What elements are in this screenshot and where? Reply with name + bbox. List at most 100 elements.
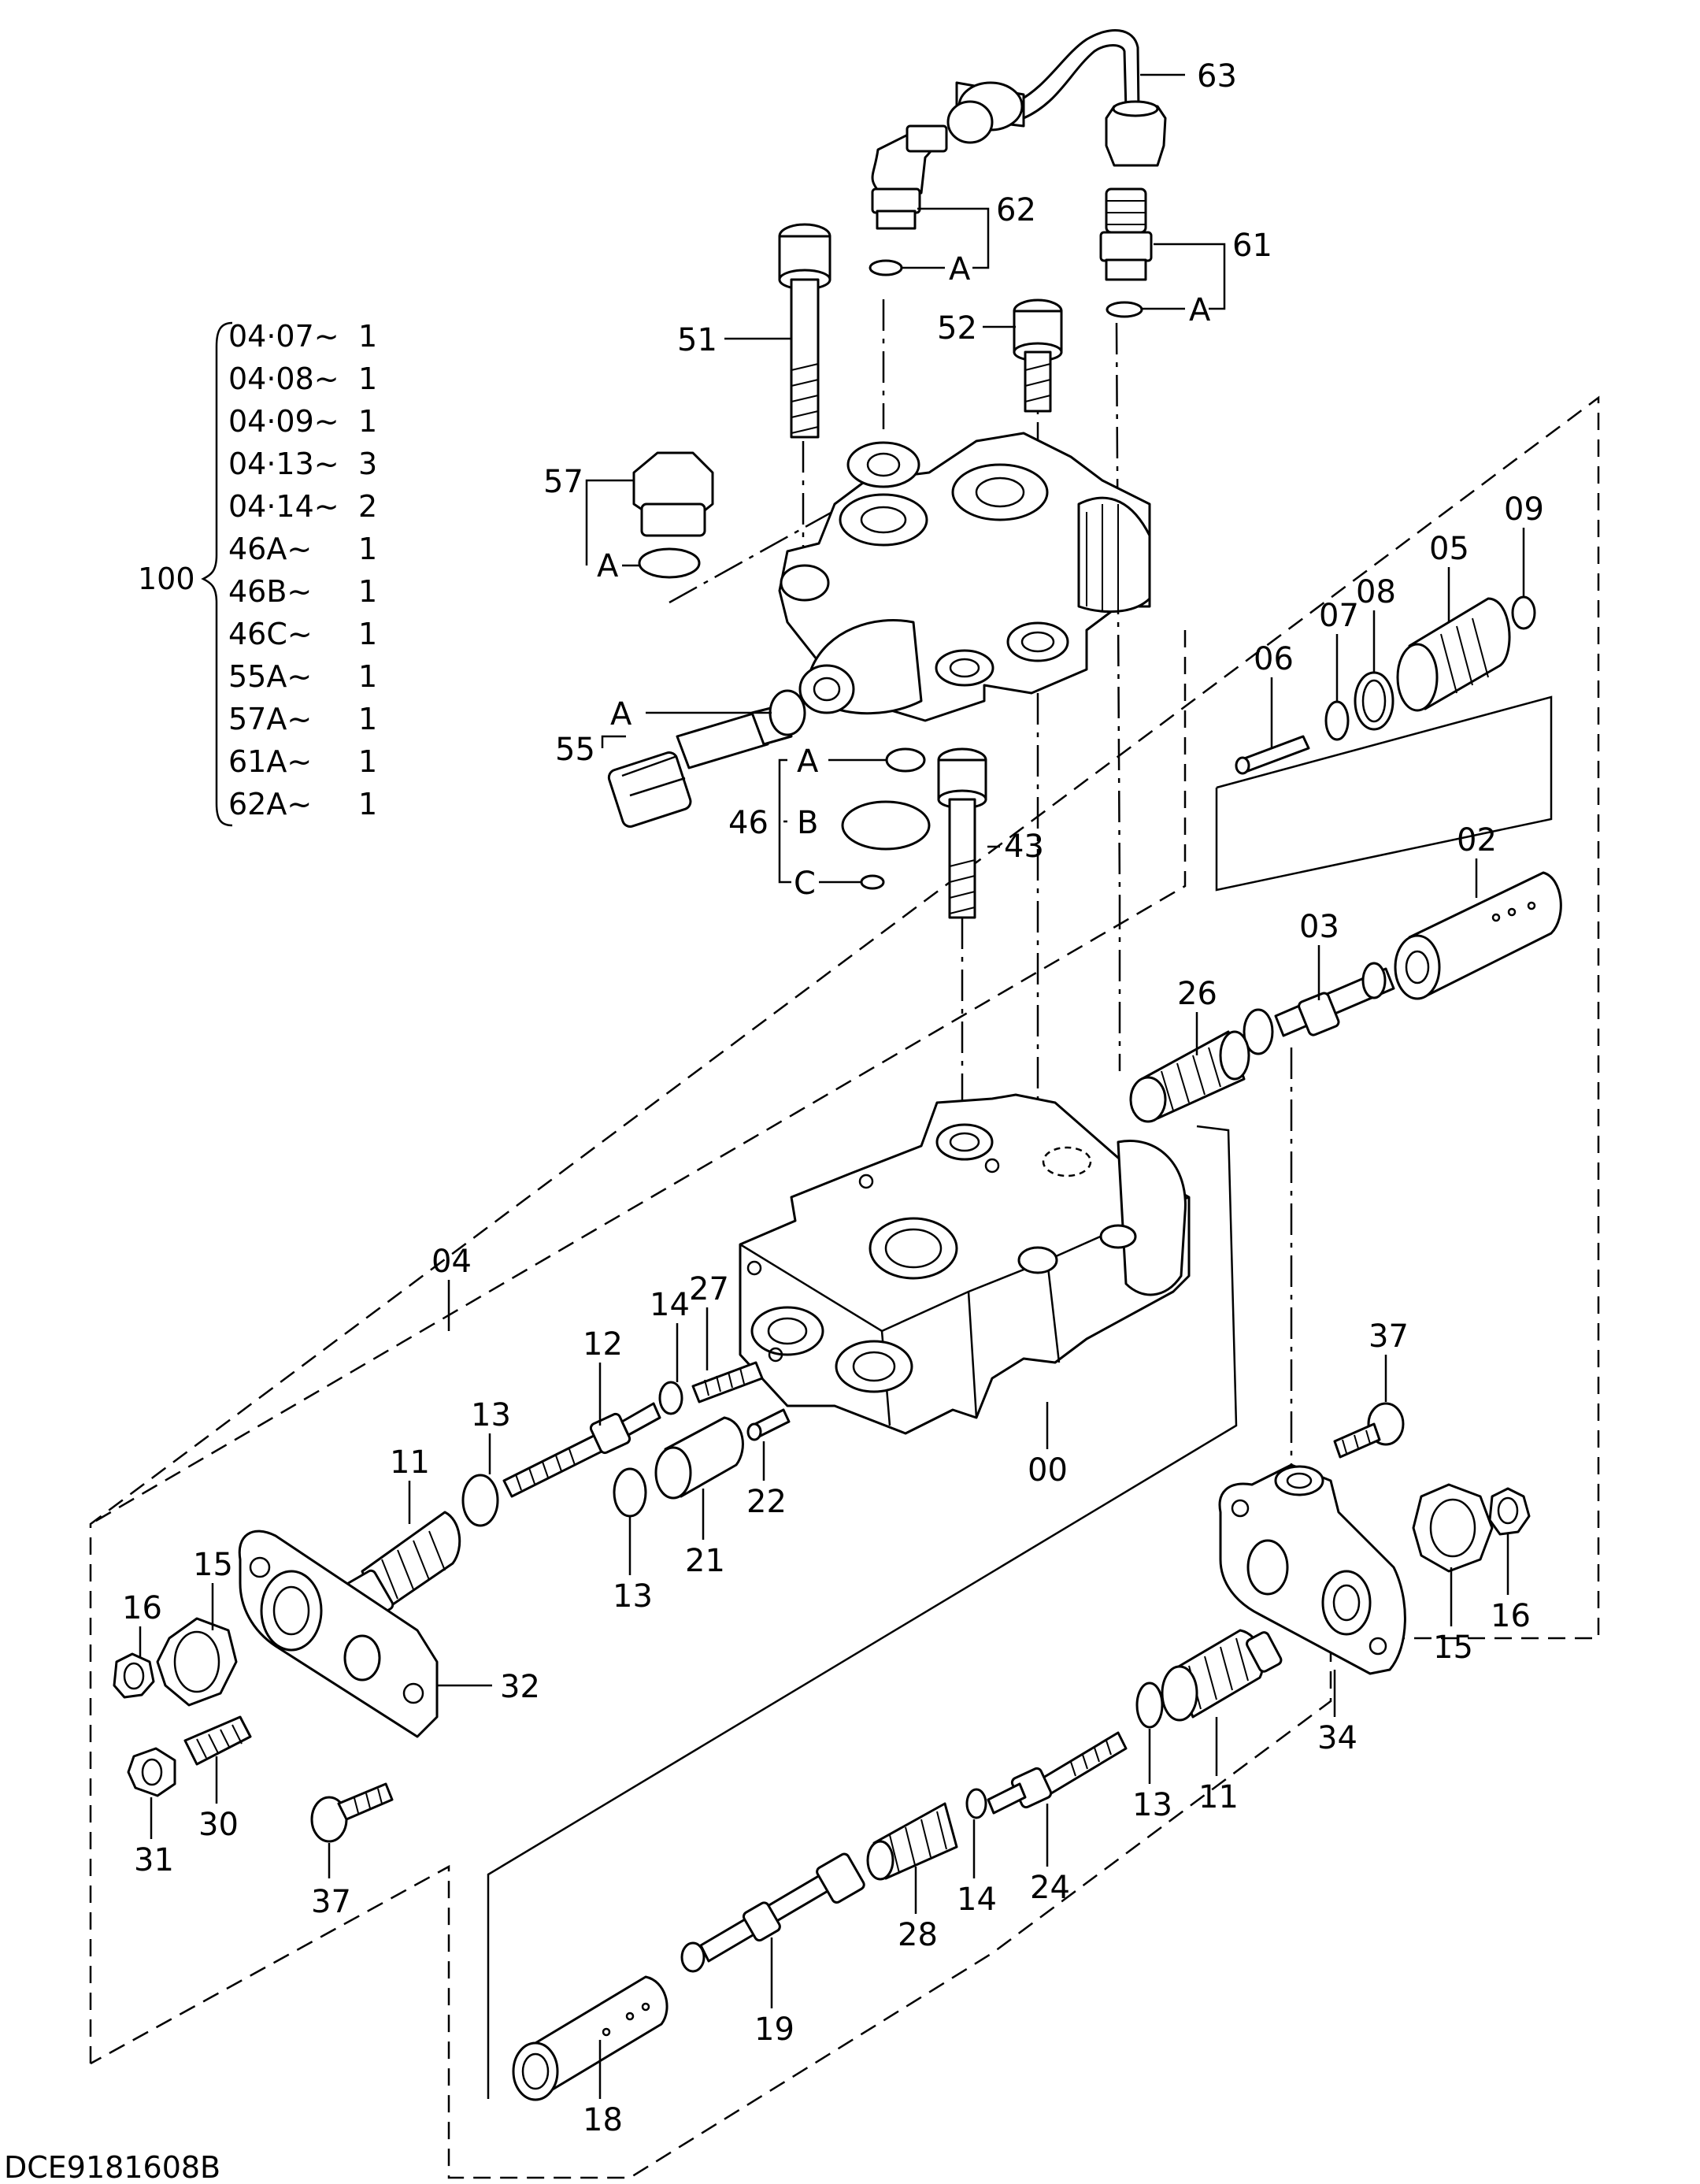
part-08-ring-inner xyxy=(1361,679,1387,723)
kit-item-part: 55A~ xyxy=(228,659,312,694)
leader-lines xyxy=(139,73,1525,2099)
label-16-left: 16 xyxy=(122,1590,162,1626)
label-18: 18 xyxy=(583,2102,623,2138)
label-06: 06 xyxy=(1254,641,1294,677)
label-37-right: 37 xyxy=(1369,1318,1409,1355)
part-16-nut-right xyxy=(1488,1487,1531,1536)
part-52-bolt xyxy=(1013,298,1063,413)
part-05-plug xyxy=(1396,597,1511,712)
part-14-oring-upper xyxy=(658,1381,683,1415)
label-15-right: 15 xyxy=(1433,1630,1473,1666)
label-a-62: A xyxy=(949,251,971,287)
kit-item-part: 04·08~ xyxy=(228,362,339,396)
label-11-right: 11 xyxy=(1198,1779,1239,1815)
kit-item-qty: 1 xyxy=(358,532,377,566)
drawing-code: DCE9181608B xyxy=(4,2150,220,2184)
group-04-boundary xyxy=(89,395,1600,2179)
label-62: 62 xyxy=(996,192,1036,228)
label-a-57: A xyxy=(597,548,619,584)
label-37-left: 37 xyxy=(311,1884,351,1920)
label-08: 08 xyxy=(1356,574,1396,610)
part-57-plug xyxy=(632,451,714,579)
part-11-screw-right xyxy=(1161,1629,1283,1722)
part-46C-oring xyxy=(860,874,885,890)
part-37-bolt-right xyxy=(1333,1402,1405,1459)
part-63-pipe xyxy=(946,29,1167,167)
label-34: 34 xyxy=(1317,1720,1357,1756)
label-43: 43 xyxy=(1004,829,1044,865)
label-28: 28 xyxy=(898,1917,938,1953)
part-15-nut-left xyxy=(156,1617,238,1707)
kit-item-part: 62A~ xyxy=(228,787,312,821)
label-14-lower: 14 xyxy=(957,1882,997,1918)
part-15-nut-right xyxy=(1412,1483,1494,1573)
kit-item-part: 46B~ xyxy=(228,574,312,609)
label-12: 12 xyxy=(583,1326,623,1363)
label-30: 30 xyxy=(198,1807,239,1843)
kit-item-part: 46A~ xyxy=(228,532,312,566)
kit-item-qty: 1 xyxy=(358,659,377,694)
part-51-bolt xyxy=(778,223,831,439)
label-07: 07 xyxy=(1319,598,1359,634)
part-46A-oring xyxy=(885,747,926,773)
label-05: 05 xyxy=(1429,531,1469,567)
kit-item-part: 04·07~ xyxy=(228,319,339,354)
part-46B-oring xyxy=(841,800,931,851)
part-19-spool xyxy=(680,1852,865,1973)
part-37-bolt-left xyxy=(310,1782,394,1843)
part-27-spring xyxy=(691,1361,764,1403)
kit-item-qty: 1 xyxy=(358,319,377,354)
group-02-boundary xyxy=(90,630,1187,1526)
label-16-right: 16 xyxy=(1491,1598,1531,1634)
label-a-46: A xyxy=(797,743,819,780)
kit-item-qty: 1 xyxy=(358,362,377,396)
kit-item-qty: 1 xyxy=(358,702,377,736)
kit-100-list: 100 04·07~104·08~104·09~104·13~304·14~24… xyxy=(138,319,377,827)
part-22-pin xyxy=(746,1408,791,1441)
label-14-upper: 14 xyxy=(650,1287,690,1323)
part-upper-housing xyxy=(778,432,1151,722)
kit-item-part: 57A~ xyxy=(228,702,312,736)
kit-item-part: 61A~ xyxy=(228,744,312,779)
part-26-spring xyxy=(1129,1030,1250,1123)
kit-item-qty: 1 xyxy=(358,574,377,609)
label-57: 57 xyxy=(543,464,583,500)
part-00-valve-body xyxy=(739,1093,1191,1435)
label-19: 19 xyxy=(754,2012,794,2048)
frame-02-subkit xyxy=(1215,695,1553,892)
part-09-ball xyxy=(1511,595,1536,630)
part-07-ring xyxy=(1324,700,1350,741)
label-02: 02 xyxy=(1457,822,1497,858)
part-14-oring-lower xyxy=(965,1788,987,1819)
part-06-pin xyxy=(1235,735,1310,775)
label-51: 51 xyxy=(677,322,717,358)
frame-00-assy xyxy=(487,1125,1238,2099)
part-30-setscrew xyxy=(183,1715,252,1766)
label-31: 31 xyxy=(134,1842,174,1878)
kit-item-qty: 1 xyxy=(358,404,377,439)
kit-item-part: 04·14~ xyxy=(228,489,339,524)
label-46: 46 xyxy=(728,805,769,841)
label-52: 52 xyxy=(937,310,977,347)
part-34-cover xyxy=(1218,1463,1406,1675)
part-24-stem xyxy=(987,1731,1128,1815)
part-16-nut-left xyxy=(113,1652,155,1699)
label-26: 26 xyxy=(1177,976,1217,1012)
label-55: 55 xyxy=(555,732,595,768)
kit-item-qty: 1 xyxy=(358,787,377,821)
label-c-46: C xyxy=(794,866,816,902)
label-13-b: 13 xyxy=(613,1578,653,1615)
label-21: 21 xyxy=(685,1543,725,1579)
label-13-a: 13 xyxy=(471,1397,511,1433)
kit-item-qty: 1 xyxy=(358,744,377,779)
kit-item-qty: 2 xyxy=(358,489,377,524)
kit-item-part: 04·13~ xyxy=(228,447,339,481)
kit-item-part: 46C~ xyxy=(228,617,313,651)
label-a-61: A xyxy=(1189,292,1211,328)
part-28-spring xyxy=(866,1802,958,1881)
kit-number: 100 xyxy=(138,562,195,596)
part-43-bolt xyxy=(937,747,987,919)
kit-item-part: 04·09~ xyxy=(228,404,339,439)
label-a-55: A xyxy=(610,696,632,732)
